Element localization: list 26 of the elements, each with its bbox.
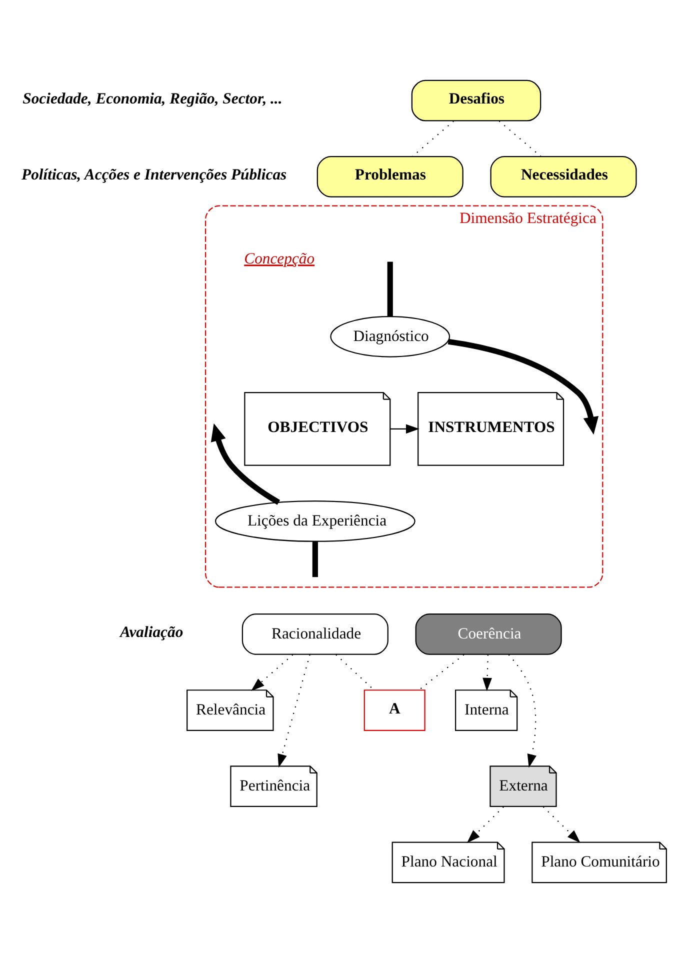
label: Políticas, Acções e Intervenções Públicas bbox=[22, 166, 287, 184]
node-box: A bbox=[364, 689, 426, 730]
arrow bbox=[210, 422, 280, 504]
connector bbox=[412, 120, 454, 156]
node-box: Problemas bbox=[316, 155, 464, 197]
label: Concepção bbox=[244, 250, 315, 268]
node-box: Coerência bbox=[415, 613, 562, 654]
connector bbox=[418, 654, 464, 690]
arrow bbox=[448, 338, 599, 434]
node-box: Desafios bbox=[411, 79, 542, 121]
connector bbox=[336, 654, 374, 690]
node-box: Necessidades bbox=[490, 155, 637, 197]
node-box: Racionalidade bbox=[242, 613, 388, 654]
arrow bbox=[542, 806, 580, 842]
node-ellipse: Diagnóstico bbox=[330, 315, 450, 357]
arrow bbox=[251, 654, 294, 690]
connector bbox=[387, 261, 393, 316]
connector bbox=[498, 120, 542, 156]
connector bbox=[312, 541, 318, 577]
arrow bbox=[390, 424, 420, 434]
node-ellipse: Lições da Experiência bbox=[214, 500, 416, 542]
arrow bbox=[482, 654, 492, 691]
label: Sociedade, Economia, Região, Sector, ... bbox=[22, 90, 282, 108]
label: Avaliação bbox=[120, 624, 184, 641]
arrow bbox=[466, 806, 504, 842]
arrow bbox=[278, 654, 310, 768]
